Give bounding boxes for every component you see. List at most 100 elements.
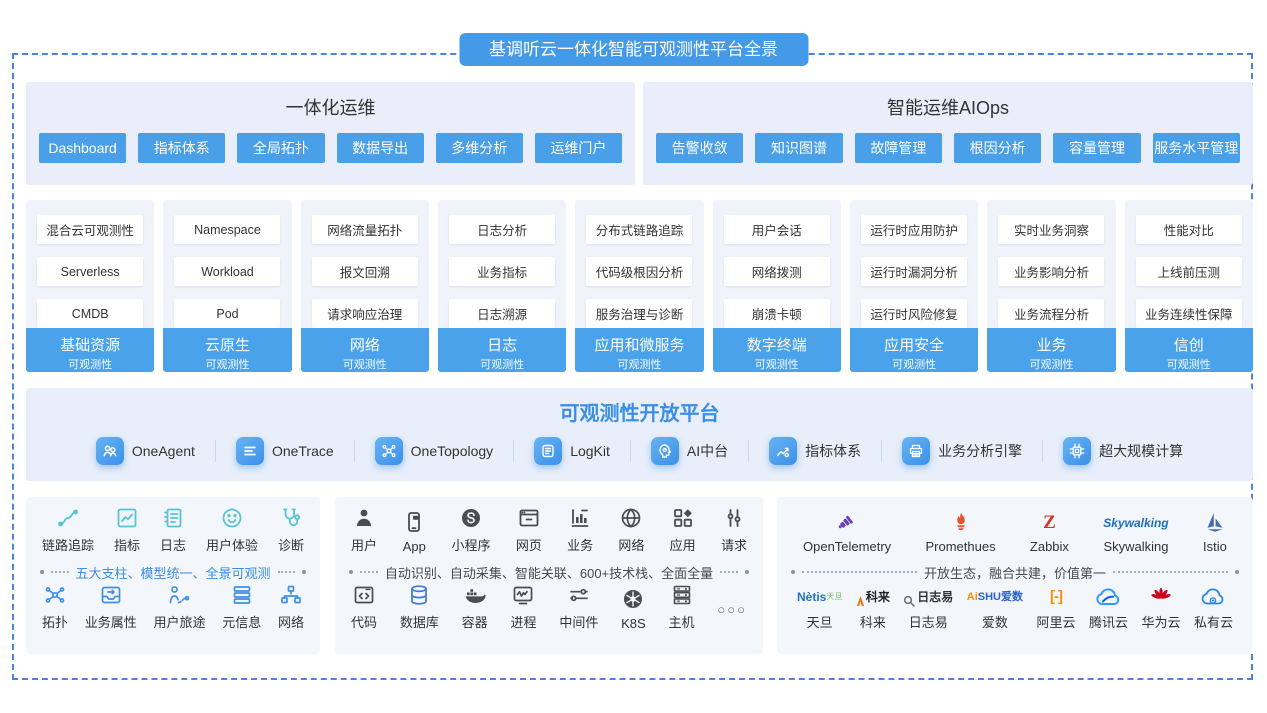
ops-button-data-export[interactable]: 数据导出: [336, 133, 424, 163]
feature-chip[interactable]: Namespace: [174, 215, 281, 244]
platform-item-logkit[interactable]: LogKit: [534, 437, 610, 465]
aiops-button-fault-management[interactable]: 故障管理: [854, 133, 942, 163]
business-analysis-icon: [902, 437, 931, 465]
meta-info-icon: [230, 583, 254, 607]
ops-button-metric-system[interactable]: 指标体系: [138, 133, 226, 163]
feature-chip[interactable]: 日志分析: [449, 215, 556, 244]
feature-chip[interactable]: 业务影响分析: [998, 257, 1105, 286]
feature-chip[interactable]: Workload: [174, 257, 281, 286]
skywalking-logo: Skywalking: [1103, 516, 1169, 530]
platform-item-onetrace[interactable]: OneTrace: [235, 437, 334, 465]
column-business: 实时业务洞察 业务影响分析 业务流程分析 业务可观测性: [987, 200, 1116, 372]
app-icon: [402, 510, 426, 534]
pillar-item-user-journey: 用户旅途: [153, 583, 205, 631]
webpage-icon: [517, 506, 541, 530]
platform-item-onetopology[interactable]: OneTopology: [374, 437, 493, 465]
aiops-button-alert-convergence[interactable]: 告警收敛: [656, 133, 744, 163]
ops-button-ops-portal[interactable]: 运维门户: [534, 133, 623, 163]
eco-item-private-cloud: 私有云: [1194, 583, 1233, 631]
platform-item-oneagent[interactable]: OneAgent: [95, 437, 195, 465]
tencent-cloud-logo: [1095, 583, 1121, 607]
prometheus-logo: [949, 510, 973, 534]
ops-button-global-topology[interactable]: 全局拓扑: [237, 133, 325, 163]
open-platform-title: 可观测性开放平台: [559, 403, 720, 425]
feature-chip[interactable]: 日志溯源: [449, 299, 556, 328]
user-experience-icon: [220, 506, 244, 530]
feature-chip[interactable]: 业务指标: [449, 257, 556, 286]
column-footer: 云原生可观测性: [163, 328, 292, 372]
feature-chip[interactable]: CMDB: [37, 299, 144, 328]
panel-five-pillars: 链路追踪 指标 日志 用户体验 诊断 五大支柱、模型统一、全景可观测: [26, 497, 320, 654]
feature-chip[interactable]: 性能对比: [1135, 215, 1242, 244]
pillar-item-network: 网络: [278, 583, 304, 631]
topology-icon: [43, 583, 67, 607]
biz-attribute-icon: [99, 583, 123, 607]
onetrace-icon: [235, 437, 264, 465]
column-footer: 应用和微服务可观测性: [575, 328, 704, 372]
diagnosis-icon: [279, 506, 303, 530]
feature-chip[interactable]: 混合云可观测性: [37, 215, 144, 244]
code-icon: [352, 583, 376, 607]
ops-button-multidim-analysis[interactable]: 多维分析: [435, 133, 523, 163]
divider: [1042, 440, 1044, 462]
feature-chip[interactable]: 请求响应治理: [311, 299, 418, 328]
middleware-icon: [567, 583, 591, 607]
eco-divider: 开放生态，融合共建，价值第一: [777, 563, 1253, 581]
feature-chip[interactable]: Pod: [174, 299, 281, 328]
aiops-button-capacity[interactable]: 容量管理: [1053, 133, 1141, 163]
feature-chip[interactable]: 上线前压测: [1135, 257, 1242, 286]
eco-item-aliyun: [-] 阿里云: [1036, 583, 1075, 631]
divider: [629, 440, 631, 462]
feature-chip[interactable]: 分布式链路追踪: [586, 215, 693, 244]
eco-item-istio: Istio: [1203, 510, 1227, 554]
stack-item-code: 代码: [351, 583, 377, 631]
ops-button-dashboard[interactable]: Dashboard: [39, 133, 127, 163]
feature-chip[interactable]: 实时业务洞察: [998, 215, 1105, 244]
pillar-item-logs: 日志: [160, 506, 186, 554]
platform-item-large-scale-computing[interactable]: 超大规模计算: [1063, 437, 1183, 465]
feature-chip[interactable]: 代码级根因分析: [586, 257, 693, 286]
feature-chip[interactable]: 运行时漏洞分析: [861, 257, 968, 286]
aliyun-logo: [-]: [1049, 588, 1063, 605]
feature-chip[interactable]: 运行时应用防护: [861, 215, 968, 244]
column-footer: 信创可观测性: [1124, 328, 1253, 372]
eco-item-opentelemetry: OpenTelemetry: [803, 510, 891, 554]
more-icon: ○○○: [717, 602, 747, 617]
database-icon: [407, 583, 431, 607]
column-footer: 应用安全可观测性: [849, 328, 979, 372]
feature-chip[interactable]: 网络流量拓扑: [311, 215, 418, 244]
feature-chip[interactable]: 崩溃卡顿: [723, 299, 830, 328]
platform-item-business-analysis[interactable]: 业务分析引擎: [902, 437, 1022, 465]
platform-item-metric-system[interactable]: 指标体系: [769, 437, 861, 465]
feature-chip[interactable]: 用户会话: [723, 215, 830, 244]
k8s-icon: [621, 587, 645, 611]
aiops-button-sla[interactable]: 服务水平管理: [1152, 133, 1240, 163]
huawei-cloud-logo: [1149, 583, 1173, 607]
column-infrastructure: 混合云可观测性 Serverless CMDB 基础资源可观测性: [26, 200, 155, 372]
metrics-icon: [115, 506, 139, 530]
rizhiyi-logo: 日志易: [903, 583, 953, 607]
aiops-buttons: 告警收敛 知识图谱 故障管理 根因分析 容量管理 服务水平管理: [643, 133, 1253, 163]
feature-chip[interactable]: 网络拨测: [723, 257, 830, 286]
feature-chip[interactable]: Serverless: [37, 257, 144, 286]
column-footer: 业务可观测性: [987, 328, 1116, 372]
aiops-button-root-cause[interactable]: 根因分析: [953, 133, 1042, 163]
business-icon: [568, 506, 592, 530]
platform-item-ai-platform[interactable]: AI中台: [650, 437, 728, 465]
feature-chip[interactable]: 业务流程分析: [998, 299, 1105, 328]
column-logs: 日志分析 业务指标 日志溯源 日志可观测性: [437, 200, 567, 372]
feature-chip[interactable]: 服务治理与诊断: [586, 299, 693, 328]
column-footer: 网络可观测性: [300, 328, 429, 372]
ai-platform-icon: [650, 437, 679, 465]
eco-item-huawei-cloud: 华为云: [1141, 583, 1180, 631]
feature-chip[interactable]: 业务连续性保障: [1135, 299, 1242, 328]
feature-chip[interactable]: 运行时风险修复: [861, 299, 968, 328]
aiops-button-knowledge-graph[interactable]: 知识图谱: [755, 133, 843, 163]
feature-chip[interactable]: 报文回溯: [311, 257, 418, 286]
column-digital-terminal: 用户会话 网络拨测 崩溃卡顿 数字终端可观测性: [712, 200, 841, 372]
container-icon: [463, 583, 487, 607]
large-scale-computing-icon: [1063, 437, 1092, 465]
